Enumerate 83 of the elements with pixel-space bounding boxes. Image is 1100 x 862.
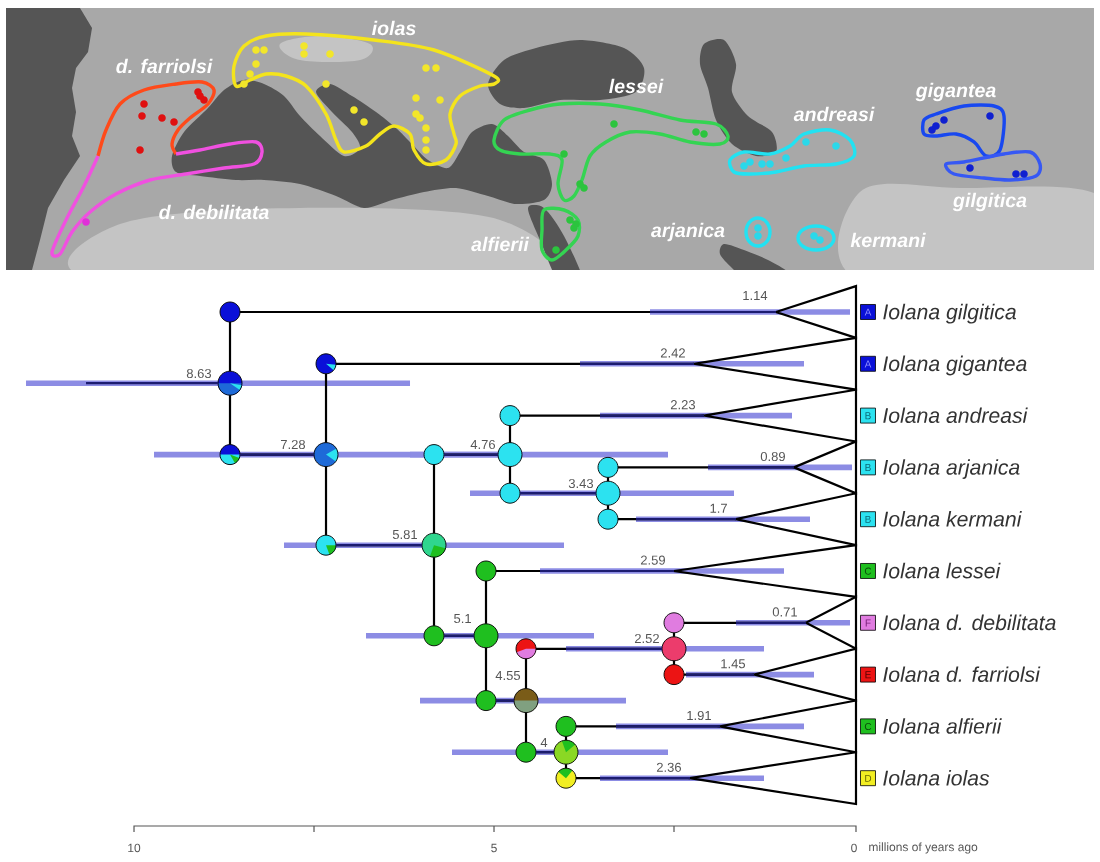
tree-branch [432, 557, 436, 626]
pie-chart [473, 623, 499, 649]
pie-chart [497, 442, 523, 468]
pie-chart [515, 741, 537, 763]
tree-branch [520, 414, 704, 417]
tree-branch [496, 569, 674, 573]
map-label: d. farriolsi [116, 58, 213, 74]
tree-branch [672, 660, 676, 665]
pie-chart [597, 456, 619, 478]
tree-branch [86, 382, 218, 385]
pie-chart [315, 534, 337, 556]
tree-branch [228, 395, 232, 445]
pie-chart [219, 444, 241, 466]
pie-chart [475, 690, 497, 712]
tree-branch [618, 518, 736, 521]
tree-branch [508, 466, 512, 484]
pie-chart [421, 532, 447, 558]
pie-chart [555, 767, 577, 789]
tree-branch [576, 777, 690, 780]
tree-branch [684, 673, 754, 676]
species-label: Iolana iolas [883, 770, 990, 786]
species-label: Iolana kermani [883, 511, 1022, 527]
species-label: Iolana d. farriolsi [883, 666, 1041, 682]
map-label: lessei [609, 78, 664, 94]
pie-chart [423, 625, 445, 647]
tree-branch [564, 736, 568, 741]
tree-branch [432, 464, 436, 534]
species-label: Iolana gigantea [883, 355, 1027, 376]
map-label: alfierii [471, 236, 530, 252]
pie-chart [663, 612, 685, 634]
tree-branch [576, 725, 720, 728]
map-label: andreasi [793, 106, 875, 122]
tree-branch [336, 362, 694, 365]
pie-chart [217, 370, 243, 396]
species-label: Iolana gilgitica [883, 303, 1016, 324]
tree-branch [324, 373, 328, 443]
tree-branch [496, 699, 514, 702]
pie-chart [663, 664, 685, 686]
map-label: arjanica [651, 222, 725, 242]
pie-chart [513, 688, 539, 714]
pie-chart [423, 444, 445, 466]
tree-branch [508, 425, 512, 443]
tree-branch [228, 322, 232, 372]
pie-chart [499, 405, 521, 427]
tree-branch [606, 505, 610, 510]
tree-branch [672, 632, 676, 637]
tree-branch [336, 544, 422, 547]
tree-branch [484, 647, 488, 691]
pie-chart [475, 560, 497, 582]
tree-branch [536, 751, 554, 754]
pie-chart [313, 442, 339, 468]
tree-branch [524, 658, 528, 689]
pie-chart [597, 508, 619, 530]
map-label: kermani [850, 232, 926, 248]
pie-chart [315, 353, 337, 375]
pie-chart [515, 638, 537, 660]
tree-branch [536, 647, 662, 650]
tree-branch [240, 310, 776, 314]
tree-branch [618, 466, 794, 469]
map-label: gigantea [915, 82, 996, 102]
map-label: iolas [372, 20, 416, 36]
pie-chart [595, 480, 621, 506]
pie-chart [553, 739, 579, 765]
tree-branch [324, 466, 328, 536]
tree-branch [444, 634, 474, 637]
pie-chart [661, 636, 687, 662]
tree-branch [524, 712, 528, 743]
species-label: Iolana d. debilitata [883, 614, 1056, 631]
tree-branch [520, 492, 596, 495]
tree-branch [240, 453, 314, 456]
pie-chart [219, 301, 241, 323]
species-label: Iolana arjanica [883, 459, 1020, 479]
species-label: Iolana andreasi [883, 407, 1028, 423]
tree-branch [444, 453, 498, 456]
tree-branch [484, 581, 488, 624]
tree-branch [606, 477, 610, 482]
species-label: Iolana lessei [883, 562, 1001, 579]
tree-branch [684, 621, 806, 624]
tree-branch [564, 764, 568, 769]
species-label: Iolana alfierii [883, 718, 1002, 734]
map-label: d. debilitata [159, 204, 269, 220]
pie-chart [499, 482, 521, 504]
map-label: gilgitica [952, 192, 1027, 212]
